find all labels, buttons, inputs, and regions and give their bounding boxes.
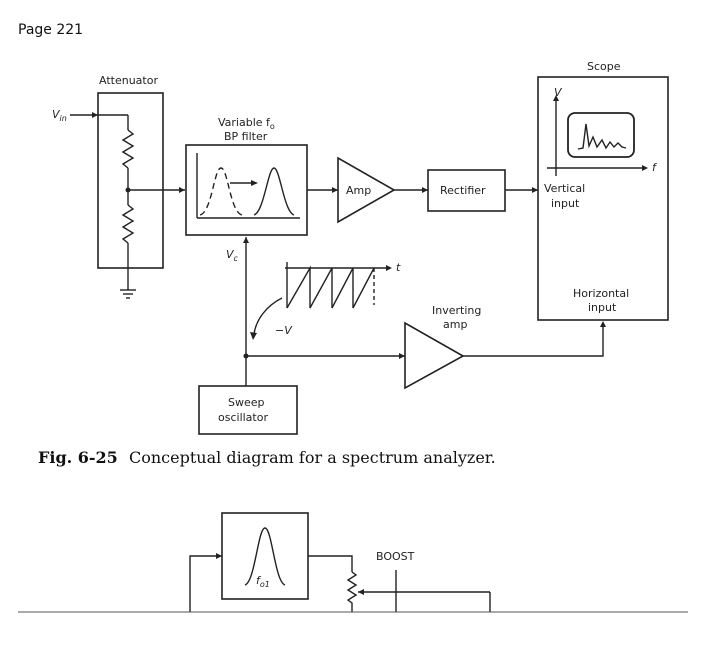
figure-caption: Conceptual diagram for a spectrum analyz… [129, 448, 496, 467]
resistor-top-icon [121, 129, 135, 169]
horizontal-input-label-1: Horizontal [573, 287, 629, 300]
arrow-icon [250, 332, 257, 340]
spectrum-trace-icon [577, 123, 627, 150]
arrow-icon [600, 321, 606, 327]
rectifier-block [427, 169, 506, 212]
next-filter-curve-icon [244, 527, 286, 586]
svg-text:fo1: fo1 [256, 574, 270, 589]
arrow-icon [642, 165, 648, 171]
arrow-icon [179, 187, 185, 193]
inverting-to-scope-line [463, 326, 604, 357]
resistor-bottom-icon [121, 204, 135, 244]
filter-curve-solid-icon [253, 167, 295, 216]
filter-shift-arrow-icon [251, 180, 258, 186]
ramp-pointer-arrow [253, 297, 283, 335]
arrow-icon [532, 187, 538, 193]
vertical-input-label-1: Vertical [544, 182, 585, 195]
figure-number: Fig. 6-25 [38, 448, 118, 467]
scope-label: Scope [587, 60, 621, 73]
bp-filter-block [185, 144, 308, 236]
svg-text:BP filter: BP filter [224, 130, 268, 143]
attenuator-block [97, 92, 164, 269]
arrow-icon [243, 237, 249, 243]
ramp-t-label: t [396, 261, 401, 274]
arrow-icon [399, 353, 405, 359]
arrow-icon [422, 187, 428, 193]
scope-screen [567, 112, 635, 158]
filter-curve-dashed-icon [199, 167, 243, 216]
inverting-amp-label-2: amp [443, 318, 467, 331]
boost-potentiometer-icon [346, 571, 358, 612]
input-arrow-icon [92, 112, 98, 118]
next-output-line [308, 555, 353, 572]
vertical-input-label-2: input [551, 197, 580, 210]
arrow-icon [553, 95, 559, 101]
ground-icon [120, 289, 136, 299]
rectifier-label: Rectifier [440, 184, 486, 197]
scope-axis-v-label: V [554, 86, 563, 99]
inverting-amp-label-1: Inverting [432, 304, 481, 317]
inverting-amp-triangle [404, 321, 465, 390]
arrow-icon [358, 589, 364, 595]
arrow-icon [216, 553, 222, 559]
amp-triangle [337, 156, 396, 224]
sweep-oscillator-label-2: oscillator [218, 411, 268, 424]
fo1-label: fo1 [256, 574, 270, 589]
svg-text:Vin: Vin [52, 108, 67, 123]
filter-label: Variable fo BP filter [218, 116, 275, 143]
scope-axis-f-label: f [652, 161, 658, 174]
page-number: Page 221 [18, 22, 84, 38]
vin-label: Vin [52, 108, 67, 123]
svg-text:Vc: Vc [226, 248, 239, 263]
boost-label: BOOST [376, 550, 415, 563]
arrow-icon [332, 187, 338, 193]
amp-label: Amp [346, 184, 371, 197]
svg-text:Variable fo: Variable fo [218, 116, 275, 131]
sweep-oscillator-label-1: Sweep [228, 396, 265, 409]
sawtooth-waveform-icon [285, 262, 392, 309]
horizontal-input-label-2: input [588, 301, 617, 314]
next-input-line [189, 555, 222, 612]
ramp-neg-v-label: −V [275, 324, 293, 337]
sweep-oscillator-block [198, 385, 298, 435]
vc-label: Vc [226, 248, 239, 263]
attenuator-label: Attenuator [99, 74, 158, 87]
